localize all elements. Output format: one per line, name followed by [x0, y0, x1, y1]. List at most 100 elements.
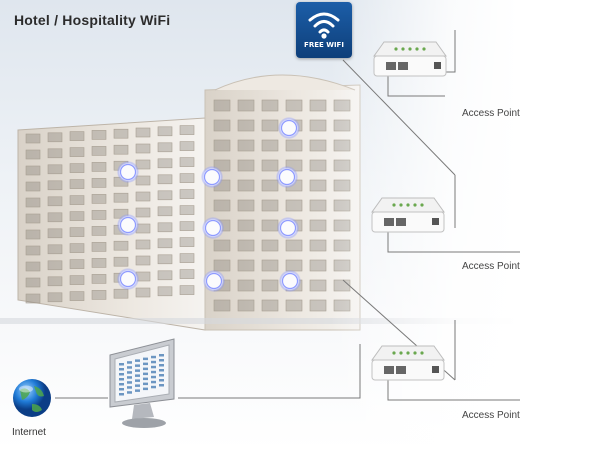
window	[135, 191, 151, 202]
window	[309, 199, 327, 212]
screen-cell	[159, 374, 164, 377]
window	[91, 242, 107, 252]
window	[285, 99, 303, 112]
screen-cell	[143, 387, 148, 391]
window	[47, 276, 63, 287]
screen-cell	[151, 370, 156, 374]
window	[237, 219, 255, 232]
window	[25, 245, 41, 256]
window	[213, 259, 231, 272]
window	[261, 139, 279, 152]
hotspot-core	[119, 163, 137, 181]
screen-cell	[135, 369, 140, 372]
window	[157, 142, 173, 153]
window	[261, 99, 279, 112]
screen-cell	[135, 359, 140, 362]
window	[25, 197, 41, 208]
hotspot-core	[205, 272, 223, 290]
window	[237, 139, 255, 152]
window	[69, 275, 85, 285]
screen-cell	[135, 364, 140, 367]
hotspot-core	[278, 168, 296, 186]
window	[237, 199, 255, 212]
window	[25, 133, 41, 144]
window	[91, 210, 107, 220]
window	[91, 290, 107, 300]
window	[47, 260, 63, 271]
window	[25, 277, 41, 288]
window	[47, 164, 63, 175]
window	[213, 139, 231, 152]
window	[69, 163, 85, 173]
window	[309, 119, 327, 132]
screen-cell	[119, 383, 124, 386]
window	[69, 291, 85, 301]
window	[69, 131, 85, 141]
window	[261, 239, 279, 252]
window	[47, 148, 63, 159]
window	[179, 237, 195, 247]
window	[91, 146, 107, 156]
window	[157, 286, 173, 297]
window	[213, 239, 231, 252]
window	[285, 239, 303, 252]
window	[47, 180, 63, 191]
window	[261, 119, 279, 132]
window	[157, 190, 173, 201]
window	[309, 239, 327, 252]
window	[91, 226, 107, 236]
access-point-label-2: Access Point	[462, 261, 520, 272]
monitor-icon	[109, 338, 175, 428]
screen-cell	[135, 384, 140, 387]
screen-cell	[159, 384, 164, 387]
window	[69, 227, 85, 237]
window	[285, 299, 303, 312]
screen-cell	[143, 372, 148, 376]
hotspot-core	[119, 216, 137, 234]
screen-cell	[127, 391, 132, 394]
window	[309, 219, 327, 232]
window	[237, 239, 255, 252]
window	[69, 179, 85, 189]
screen-cell	[119, 388, 124, 391]
ap3-link	[387, 378, 520, 401]
window	[213, 99, 231, 112]
screen-cell	[151, 375, 156, 379]
page-title: Hotel / Hospitality WiFi	[14, 12, 171, 28]
internet-label: Internet	[12, 427, 46, 438]
window	[157, 238, 173, 249]
window	[25, 293, 41, 304]
screen-cell	[119, 373, 124, 376]
window	[213, 199, 231, 212]
window	[179, 205, 195, 215]
window	[261, 299, 279, 312]
window	[47, 132, 63, 143]
window	[135, 175, 151, 186]
window	[179, 221, 195, 231]
window	[213, 159, 231, 172]
screen-cell	[127, 376, 132, 379]
window	[261, 199, 279, 212]
window	[179, 285, 195, 295]
window	[91, 130, 107, 140]
access-point-label-1: Access Point	[462, 108, 520, 119]
hotspot-core	[204, 219, 222, 237]
window	[135, 239, 151, 250]
screen-cell	[151, 385, 156, 389]
window	[25, 213, 41, 224]
screen-cell	[159, 359, 164, 362]
screen-cell	[151, 380, 156, 384]
screen-cell	[127, 366, 132, 369]
window	[113, 144, 129, 155]
globe-icon	[13, 379, 51, 417]
window	[91, 162, 107, 172]
window	[179, 173, 195, 183]
window	[113, 256, 129, 267]
screen-cell	[119, 368, 124, 371]
hotspot-core	[280, 119, 298, 137]
window	[179, 125, 195, 135]
screen-cell	[143, 362, 148, 366]
window	[213, 299, 231, 312]
